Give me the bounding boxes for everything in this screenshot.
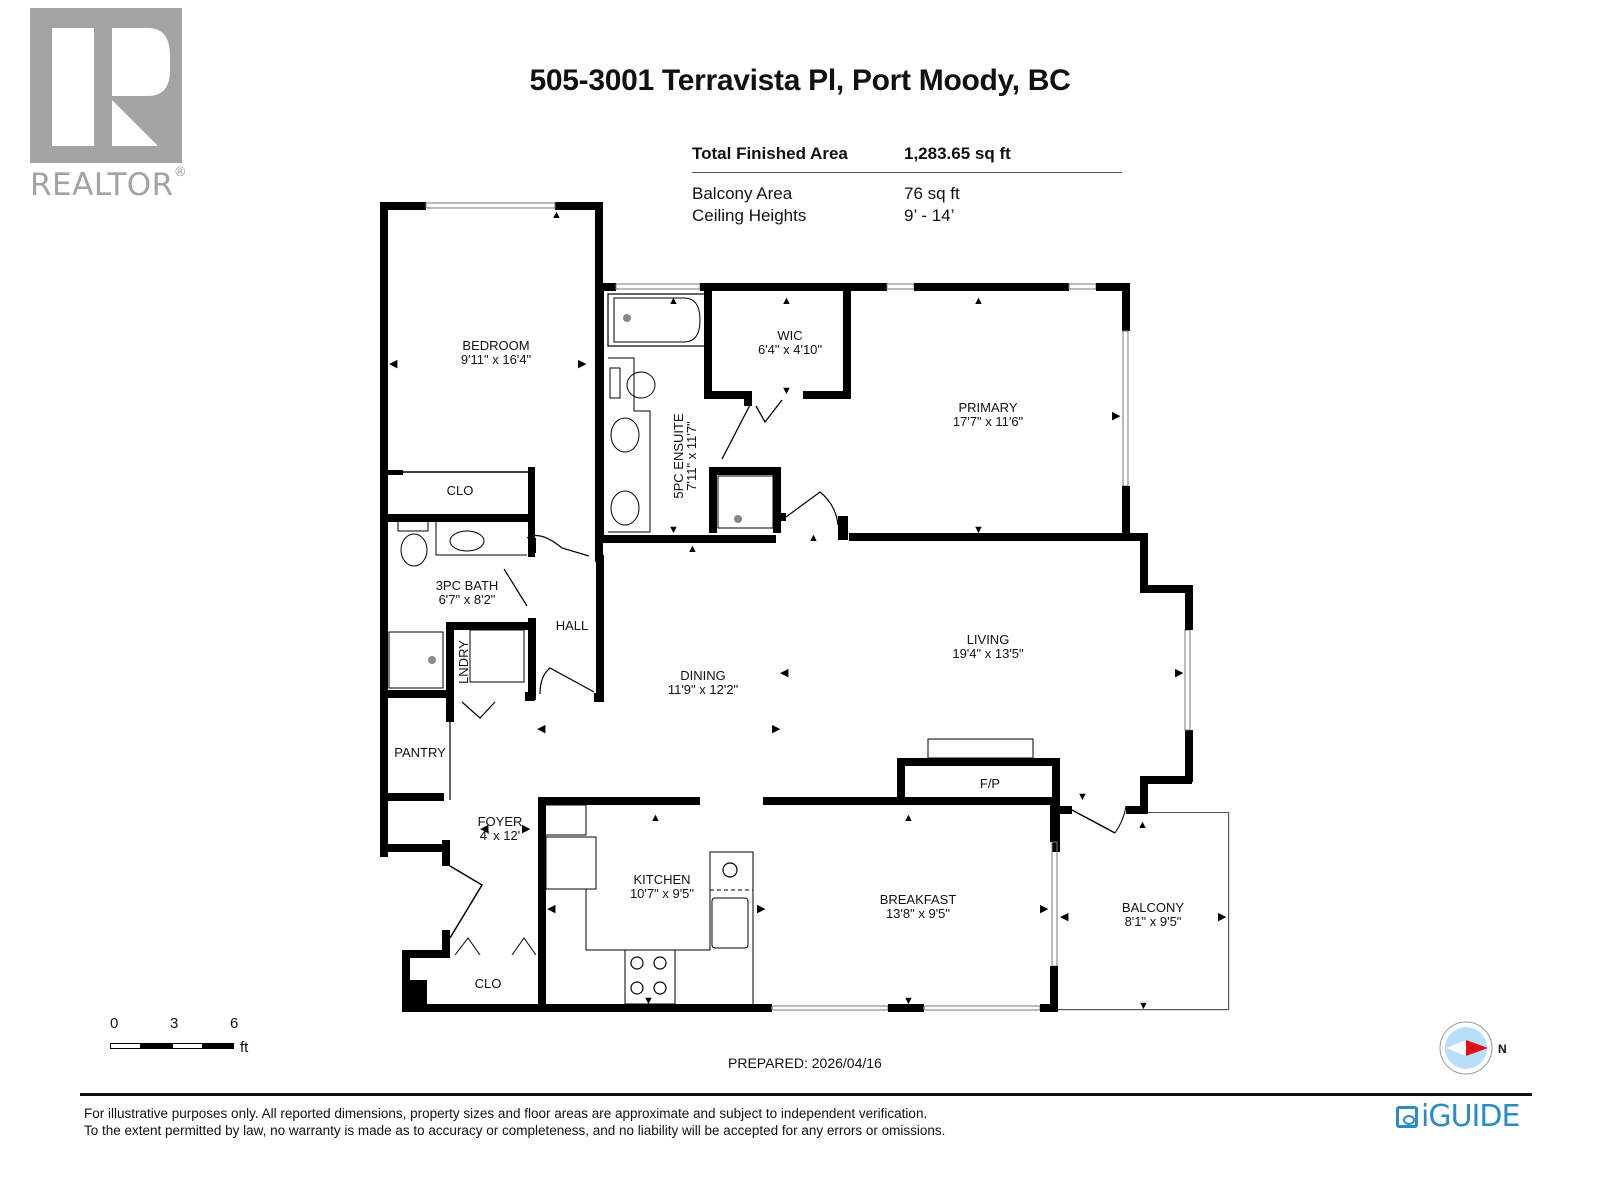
area-summary: Total Finished Area 1,283.65 sq ft Balco…: [692, 144, 1122, 227]
compass-north-label: N: [1498, 1042, 1507, 1056]
svg-text:▶: ▶: [1112, 410, 1121, 422]
room-ensuite-dims: 7'11" x 11'7": [684, 421, 699, 491]
scale-tick-3: 3: [170, 1015, 179, 1032]
svg-text:▶: ▶: [522, 823, 531, 835]
svg-text:▶: ▶: [757, 903, 766, 915]
room-living-name: LIVING: [967, 632, 1010, 647]
compass-icon: [1439, 1021, 1493, 1075]
prepared-date: PREPARED: 2026/04/16: [728, 1055, 882, 1071]
room-closet-bedroom-name: CLO: [447, 483, 474, 498]
iguide-camera-icon: [1396, 1105, 1418, 1128]
room-kitchen-dims: 10'7" x 9'5": [630, 886, 694, 901]
svg-text:▶: ▶: [1040, 903, 1049, 915]
svg-text:▼: ▼: [903, 995, 914, 1007]
svg-text:◀: ◀: [1060, 911, 1069, 923]
svg-text:▲: ▲: [668, 295, 679, 307]
scale-ticks: 0 3 6: [110, 1015, 270, 1033]
disclaimer-line-1: For illustrative purposes only. All repo…: [84, 1106, 928, 1121]
total-area-value: 1,283.65 sq ft: [904, 144, 1011, 163]
room-primary-name: PRIMARY: [959, 400, 1018, 415]
realtor-logo: REALTOR®: [30, 8, 190, 203]
scale-tick-6: 6: [230, 1015, 239, 1032]
footer-divider: [80, 1093, 1532, 1096]
room-laundry-name: LNDRY: [456, 640, 471, 684]
scale-tick-0: 0: [110, 1015, 119, 1032]
svg-text:◀: ◀: [780, 667, 789, 679]
svg-text:◀: ◀: [480, 823, 489, 835]
svg-text:▲: ▲: [808, 532, 819, 544]
room-breakfast-dims: 13'8" x 9'5": [886, 906, 950, 921]
svg-text:▲: ▲: [973, 295, 984, 307]
svg-text:◀: ◀: [547, 903, 556, 915]
room-3pc-bath-dims: 6'7" x 8'2": [439, 592, 496, 607]
svg-text:◀: ◀: [389, 358, 398, 370]
room-ensuite-name: 5PC ENSUITE: [671, 413, 686, 499]
balcony-area-label: Balcony Area: [692, 184, 793, 203]
svg-text:▼: ▼: [1077, 791, 1088, 803]
room-3pc-bath-name: 3PC BATH: [436, 578, 499, 593]
room-balcony-name: BALCONY: [1122, 900, 1184, 915]
room-foyer-name: FOYER: [478, 814, 523, 829]
room-bedroom-dims: 9'11" x 16'4": [461, 352, 532, 367]
svg-text:▲: ▲: [687, 543, 698, 555]
iguide-wordmark: iGUIDE: [1421, 1099, 1520, 1134]
svg-text:▲: ▲: [551, 209, 562, 221]
room-labels: BEDROOM 9'11" x 16'4" CLO 3PC BATH 6'7" …: [394, 328, 1184, 991]
svg-text:▼: ▼: [668, 524, 679, 536]
ceiling-heights-row: Ceiling Heights 9’ - 14’: [692, 205, 1122, 227]
room-hall-name: HALL: [556, 618, 589, 633]
balcony-area-value: 76 sq ft: [904, 184, 960, 203]
svg-text:▼: ▼: [1138, 1000, 1149, 1012]
room-primary-dims: 17'7" x 11'6": [953, 414, 1024, 429]
svg-text:▶: ▶: [1175, 667, 1184, 679]
scale-bar: 0 3 6 ft: [110, 1015, 270, 1055]
svg-text:◀: ◀: [537, 723, 546, 735]
svg-text:▲: ▲: [781, 295, 792, 307]
svg-text:▲: ▲: [650, 812, 661, 824]
room-kitchen-name: KITCHEN: [633, 872, 690, 887]
svg-text:▶: ▶: [578, 358, 587, 370]
svg-text:▼: ▼: [973, 524, 984, 536]
walls: [380, 202, 1230, 1012]
room-breakfast-name: BREAKFAST: [880, 892, 957, 907]
svg-text:▶: ▶: [1218, 911, 1227, 923]
disclaimer: For illustrative purposes only. All repo…: [84, 1105, 945, 1139]
ceiling-heights-label: Ceiling Heights: [692, 206, 807, 225]
room-foyer-dims: 4' x 12': [480, 828, 520, 843]
room-wic-name: WIC: [777, 328, 802, 343]
room-wic-dims: 6'4" x 4'10": [758, 342, 822, 357]
scale-segments: ft: [110, 1035, 270, 1055]
svg-text:▲: ▲: [1137, 819, 1148, 831]
room-fireplace-name: F/P: [980, 776, 1000, 791]
page-title: 505-3001 Terravista Pl, Port Moody, BC: [529, 64, 1071, 97]
total-area-label: Total Finished Area: [692, 144, 848, 163]
realtor-r-icon: [30, 8, 182, 163]
room-dining-dims: 11'9" x 12'2": [668, 682, 739, 697]
svg-text:▲: ▲: [903, 812, 914, 824]
room-dining-name: DINING: [680, 668, 726, 683]
dimension-markers: ▲ ◀ ▶ ▲ ▲ ▲ ▶ ▼ ▼ ▲ ▲ ▼ ◀ ▶ ◀ ▶ ▲ ▲ ◀ ▶ …: [389, 209, 1227, 1012]
room-balcony-dims: 8'1" x 9'5": [1125, 914, 1182, 929]
disclaimer-line-2: To the extent permitted by law, no warra…: [84, 1123, 946, 1138]
svg-text:▼: ▼: [643, 995, 654, 1007]
balcony-area-row: Balcony Area 76 sq ft: [692, 183, 1122, 205]
iguide-logo: iGUIDE: [1396, 1099, 1520, 1134]
ceiling-heights-value: 9’ - 14’: [904, 206, 955, 225]
room-bedroom-name: BEDROOM: [462, 338, 529, 353]
total-area-row: Total Finished Area 1,283.65 sq ft: [692, 144, 1122, 173]
room-living-dims: 19'4" x 13'5": [952, 646, 1024, 661]
svg-text:▼: ▼: [781, 385, 792, 397]
scale-unit: ft: [240, 1039, 249, 1056]
room-pantry-name: PANTRY: [394, 745, 446, 760]
svg-text:▶: ▶: [772, 723, 781, 735]
realtor-wordmark: REALTOR®: [30, 165, 188, 203]
room-closet-foyer-name: CLO: [475, 976, 502, 991]
